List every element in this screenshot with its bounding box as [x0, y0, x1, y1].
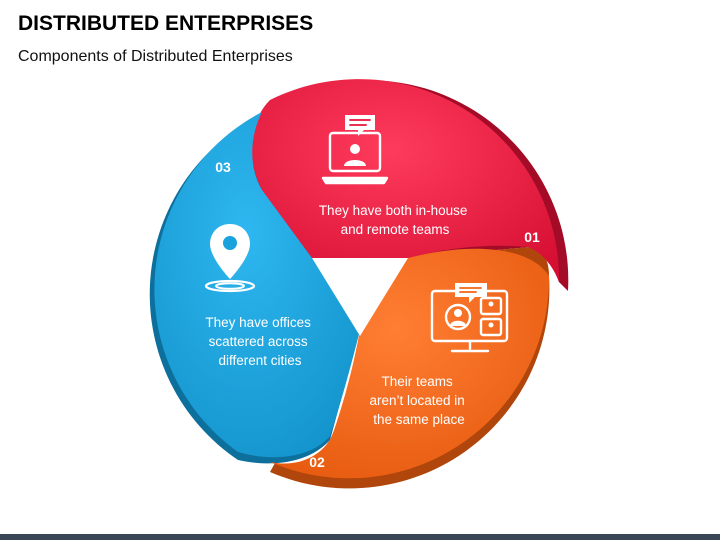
segment-03-line-2: scattered across [209, 334, 308, 349]
laptop-chat-icon [321, 115, 389, 185]
segment-02-line-1: Their teams [381, 374, 453, 389]
monitor-video-call-icon [430, 283, 509, 353]
segment-03-number: 03 [215, 159, 231, 175]
segment-02-shape[interactable] [270, 248, 550, 479]
segment-01-line-2: and remote teams [341, 222, 450, 237]
segment-03-shape[interactable] [154, 112, 360, 458]
bottom-bar [0, 534, 720, 540]
segment-02-number: 02 [309, 454, 325, 470]
segment-03-line-3: different cities [218, 353, 301, 368]
segment-01-number: 01 [524, 229, 540, 245]
location-pin-icon [204, 224, 256, 293]
segment-03-text: They have offices scattered across diffe… [205, 315, 314, 368]
segment-03-line-1: They have offices [205, 315, 311, 330]
center-triangle [312, 258, 408, 336]
segment-01-shape[interactable] [251, 79, 560, 282]
slide-title: DISTRIBUTED ENTERPRISES [18, 12, 314, 35]
segment-02-text: Their teams aren’t located in the same p… [369, 374, 468, 427]
slide-subtitle: Components of Distributed Enterprises [18, 48, 293, 65]
segment-01-line-1: They have both in-house [319, 203, 468, 218]
segment-02-line-2: aren’t located in [369, 393, 464, 408]
segment-01-text: They have both in-house and remote teams [319, 203, 471, 237]
segment-02-line-3: the same place [373, 412, 465, 427]
